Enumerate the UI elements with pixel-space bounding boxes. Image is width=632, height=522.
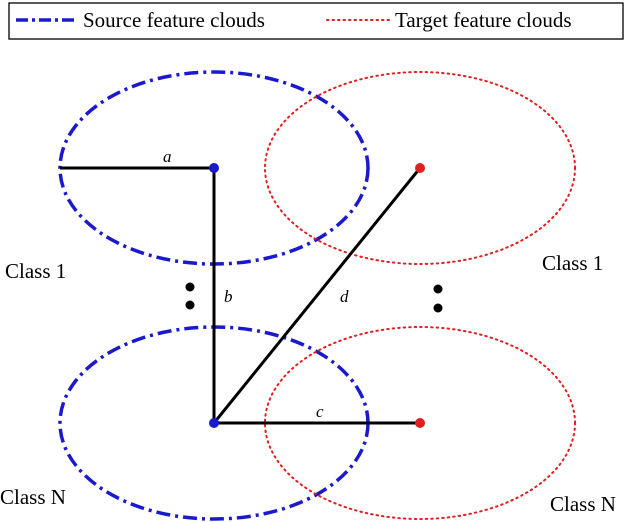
edge-d-line bbox=[212, 167, 422, 424]
source-class-n-label: Class N bbox=[0, 485, 66, 509]
legend: Source feature clouds Target feature clo… bbox=[8, 2, 624, 40]
legend-source-label: Source feature clouds bbox=[83, 8, 265, 32]
target-center-class-1 bbox=[415, 163, 425, 173]
target-class-n-label: Class N bbox=[550, 492, 616, 516]
target-class-1-label: Class 1 bbox=[542, 251, 603, 275]
edge-c-label: c bbox=[316, 402, 324, 421]
source-center-class-1 bbox=[209, 163, 219, 173]
edge-b-label: b bbox=[224, 287, 233, 306]
legend-frame bbox=[8, 2, 624, 40]
source-ellipsis-dots bbox=[185, 282, 195, 310]
edge-d-label: d bbox=[340, 287, 349, 306]
legend-target-label: Target feature clouds bbox=[395, 8, 572, 32]
target-cloud-class-1 bbox=[264, 71, 576, 265]
target-ellipsis-dots bbox=[433, 284, 443, 313]
target-center-class-n bbox=[415, 418, 425, 428]
target-cloud-class-n bbox=[264, 326, 576, 520]
edge-a-label: a bbox=[163, 147, 172, 166]
source-class-1-label: Class 1 bbox=[5, 259, 66, 283]
source-center-class-n bbox=[209, 418, 219, 428]
